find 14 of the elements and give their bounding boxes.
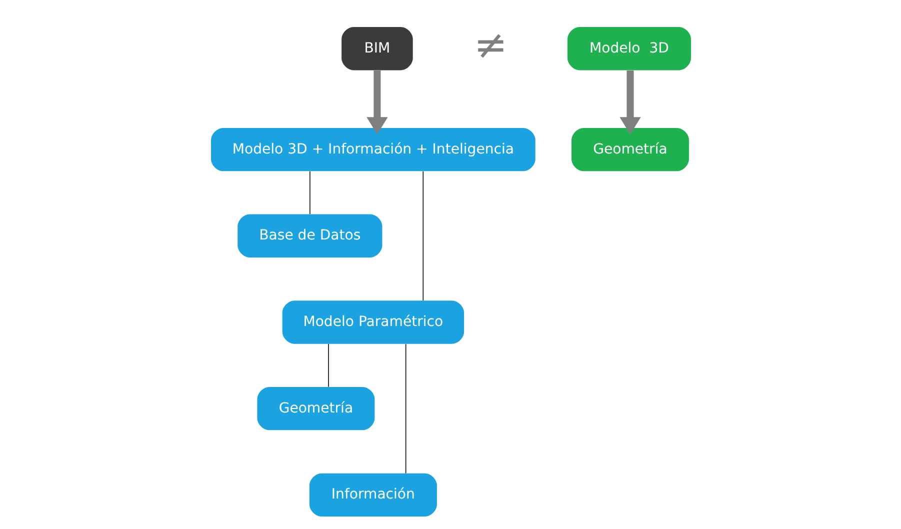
connector xyxy=(308,171,310,214)
node-box: Geometría xyxy=(571,128,688,172)
connector xyxy=(422,171,424,301)
label: ≠ xyxy=(473,22,507,69)
arrow xyxy=(619,70,640,134)
arrow xyxy=(366,70,388,134)
node-box: Geometría xyxy=(256,387,374,430)
node-box: Modelo Paramétrico xyxy=(282,300,464,344)
node-box: Modelo 3D + Información + Inteligencia xyxy=(210,128,535,172)
node-box: Información xyxy=(308,473,436,517)
node-box: Base de Datos xyxy=(237,214,382,258)
node-box: Modelo 3D xyxy=(566,27,690,70)
node-box: BIM xyxy=(341,27,412,70)
connector xyxy=(404,344,406,474)
